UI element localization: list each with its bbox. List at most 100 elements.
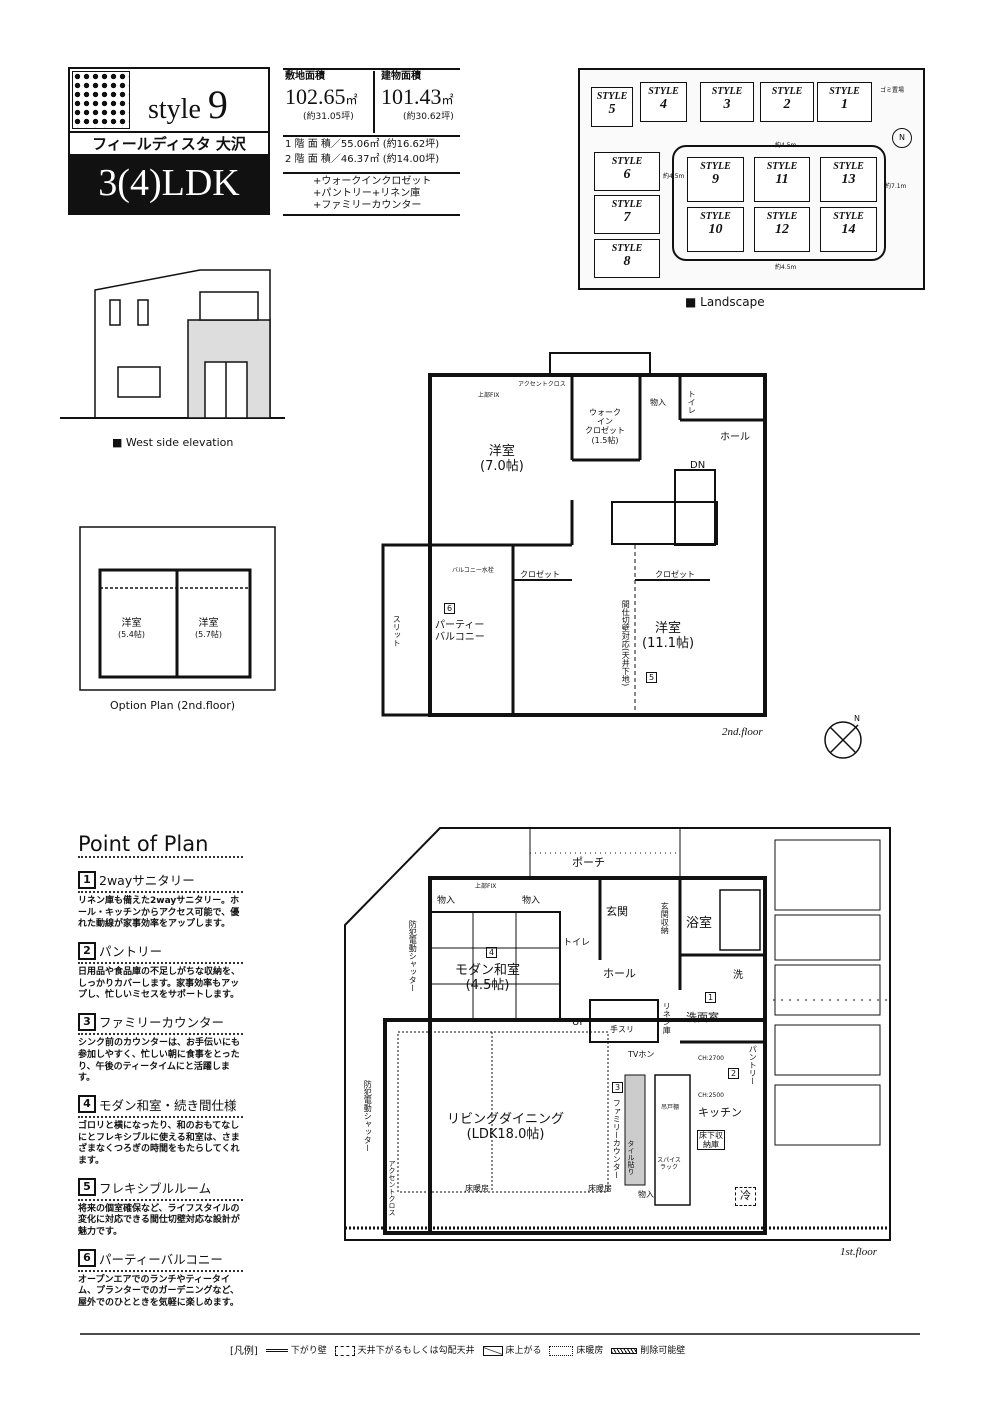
slit-label: スリット [392, 615, 402, 647]
site-area-tsubo: (約31.05坪) [303, 112, 354, 122]
site-area-value: 102.65㎡ [285, 84, 358, 109]
legend-item: 床暖房 [549, 1343, 603, 1356]
floor1-label: 1st.floor [840, 1246, 877, 1258]
storage-2: 物入 [522, 896, 541, 906]
legend-item: 削除可能壁 [611, 1343, 685, 1356]
accent-cross: アクセントクロス [388, 1160, 397, 1216]
storage-1: 物入 [437, 896, 456, 906]
room-toilet: トイレ [687, 390, 697, 414]
party-balcony: パーティー バルコニー [435, 620, 485, 643]
north-arrow-icon: N [892, 128, 912, 148]
room-storage: 物入 [650, 398, 666, 407]
building-area-label: 建物面積 [381, 71, 421, 82]
compass-north: N [854, 714, 860, 723]
japanese-room-badge: 4 [486, 947, 498, 959]
kitchen: キッチン [698, 1106, 742, 1119]
floor2-area: 2 階 面 積／46.37㎡ (約14.00坪) [285, 154, 440, 165]
entrance: 玄関 [606, 905, 628, 918]
road-width-label: 約4.5m [663, 173, 685, 180]
west-elevation-drawing [60, 269, 285, 419]
washer: 洗 [733, 970, 743, 981]
layout-type: 3(4)LDK [70, 154, 268, 213]
tile-finish: タイル貼り [627, 1140, 636, 1175]
handrail: 手スリ [610, 1025, 634, 1034]
ceiling-2500: CH:2500 [698, 1092, 724, 1099]
underfloor-storage: 床下収納庫 [697, 1130, 725, 1151]
building-area-value: 101.43㎡ [381, 84, 454, 109]
room-western-11: 洋室(11.1帖) [642, 621, 695, 651]
toilet: トイレ [563, 938, 591, 948]
compass-icon [824, 721, 862, 759]
storage-3: 物入 [638, 1190, 654, 1199]
point-of-plan-title: Point of Plan [78, 832, 243, 858]
building-area-tsubo: (約30.62坪) [403, 112, 454, 122]
counter-badge: 3 [612, 1082, 624, 1094]
hall: ホール [603, 967, 636, 980]
living-dining: リビングダイニング(LDK18.0帖) [447, 1112, 565, 1142]
option-plan-drawing [79, 526, 276, 691]
shutter-2: 防犯電動シャッター [363, 1080, 373, 1152]
road-width-label: 約4.5m [775, 264, 797, 271]
road-width-label: 約4.5m [775, 142, 797, 149]
feature-item: +パントリー+リネン庫 [313, 188, 421, 199]
washroom: 洗面室 [686, 1011, 719, 1024]
road-width-label: 約7.1m [885, 183, 907, 190]
legend-item: 天井下がるもしくは勾配天井 [334, 1343, 475, 1356]
closet-2: クロゼット [655, 570, 695, 579]
room-hall: ホール [720, 432, 750, 443]
upper-fix: 上部FIX [478, 392, 500, 399]
style-title: style 9 [148, 81, 228, 128]
floor-heating-2: 床暖房 [588, 1184, 612, 1193]
ceiling-2700: CH:2700 [698, 1055, 724, 1062]
partition-note: 間仕切壁対応(天井下地) [621, 600, 631, 687]
pantry: パントリー [748, 1045, 758, 1085]
stairs-dn: DN [690, 460, 706, 471]
floor2-drawing [381, 352, 767, 717]
shutter-1: 防犯電動シャッター [408, 920, 418, 992]
family-counter: ファミリーカウンター [612, 1099, 622, 1179]
upper-fix: 上部FIX [475, 883, 497, 890]
balcony-badge: 6 [444, 603, 456, 615]
option-room-1: 洋室(5.4帖) [118, 618, 145, 639]
porch: ポーチ [572, 856, 605, 869]
feature-item: +ウォークインクロゼット [313, 176, 432, 187]
stairs-up: UP [572, 1017, 586, 1028]
elevation-caption: ■ West side elevation [112, 436, 234, 449]
option-plan-caption: Option Plan (2nd.floor) [110, 699, 236, 712]
pantry-badge: 2 [728, 1068, 740, 1080]
linen-closet: リネン庫 [662, 1002, 672, 1034]
features: +ウォークインクロゼット +パントリー+リネン庫 +ファミリーカウンター [313, 176, 431, 212]
floor-heating-1: 床暖房 [465, 1184, 489, 1193]
legend-item: 下がり壁 [265, 1343, 327, 1356]
japanese-room: モダン和室(4.5帖) [455, 963, 521, 993]
spice-rack: スパイスラック [657, 1157, 681, 1171]
refrigerator: 冷 [735, 1187, 756, 1206]
balcony-faucet: バルコニー水栓 [452, 567, 494, 574]
closet-1: クロゼット [520, 570, 560, 579]
entrance-storage: 玄関収納 [660, 902, 670, 934]
wall-cabinet: 吊戸棚 [661, 1104, 680, 1111]
accent-cross: アクセントクロス [518, 381, 566, 388]
feature-item: +ファミリーカウンター [313, 200, 422, 211]
room-western-7: 洋室(7.0帖) [480, 444, 524, 474]
legend-title: [凡例] [230, 1346, 258, 1357]
project-name: フィールディスタ 大沢 [70, 131, 268, 155]
